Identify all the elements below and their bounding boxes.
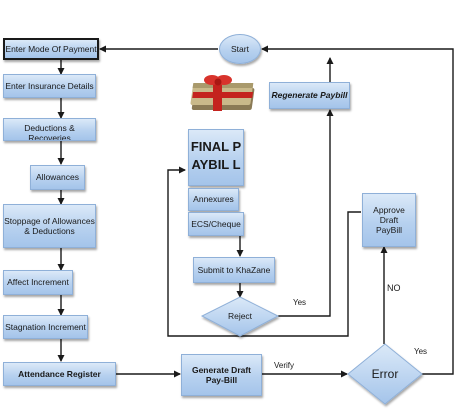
reject-label: Reject: [227, 311, 253, 321]
affect-increment-box: Affect Increment: [3, 270, 73, 295]
submit-to-khazane-box: Submit to KhaZane: [193, 257, 275, 283]
generate-draft-paybill-label: Generate Draft Pay-Bill: [191, 364, 252, 385]
approve-draft-paybill-label: Approve Draft PayBill: [373, 204, 405, 236]
allowances-box: Allowances: [30, 165, 85, 190]
yes-error-label: Yes: [414, 347, 428, 356]
regenerate-paybill-box: Regenerate Paybill: [269, 82, 350, 109]
regenerate-paybill-label: Regenerate Paybill: [271, 90, 348, 101]
approve-draft-paybill-box: Approve Draft PayBill: [362, 193, 416, 247]
start-node: Start: [219, 34, 261, 64]
attendance-register-box: Attendance Register: [3, 362, 116, 386]
affect-increment-label: Affect Increment: [7, 277, 69, 288]
edge-reject-to-regenerate: [278, 109, 334, 317]
enter-mode-of-payment-box: Enter Mode Of Payment: [3, 38, 99, 60]
enter-insurance-details-label: Enter Insurance Details: [5, 80, 94, 91]
stagnation-increment-box: Stagnation Increment: [3, 315, 88, 339]
annexures-label: Annexures: [193, 194, 234, 205]
final-paybill-label: FINAL PAYBIL L: [190, 139, 242, 172]
stoppage-label: Stoppage of Allowances & Deductions: [4, 215, 95, 236]
stagnation-increment-label: Stagnation Increment: [5, 321, 86, 332]
start-label: Start: [231, 43, 249, 54]
verify-label: Verify: [274, 361, 295, 370]
allowances-label: Allowances: [36, 172, 79, 183]
generate-draft-paybill-box: Generate Draft Pay-Bill: [181, 354, 262, 396]
enter-insurance-details-box: Enter Insurance Details: [3, 74, 96, 98]
no-label: NO: [387, 283, 401, 293]
final-paybill-box: FINAL PAYBIL L: [188, 129, 244, 186]
enter-mode-of-payment-label: Enter Mode Of Payment: [5, 43, 97, 54]
annexures-box: Annexures: [188, 188, 239, 211]
submit-to-khazane-label: Submit to KhaZane: [197, 264, 271, 275]
deductions-recoveries-label: Deductions & Recoveries: [24, 123, 75, 141]
ecs-cheque-label: ECS/Cheque: [191, 218, 241, 229]
error-label-wrap: Error: [348, 362, 422, 386]
deductions-recoveries-box: Deductions & Recoveries: [3, 118, 96, 141]
attendance-register-label: Attendance Register: [18, 368, 101, 379]
reject-label-wrap: Reject: [202, 307, 278, 325]
error-label: Error: [371, 367, 399, 381]
edge-error-yes-to-start: [261, 45, 454, 375]
stoppage-box: Stoppage of Allowances & Deductions: [3, 204, 96, 248]
ecs-cheque-box: ECS/Cheque: [188, 212, 244, 236]
yes-reject-label: Yes: [293, 298, 307, 307]
